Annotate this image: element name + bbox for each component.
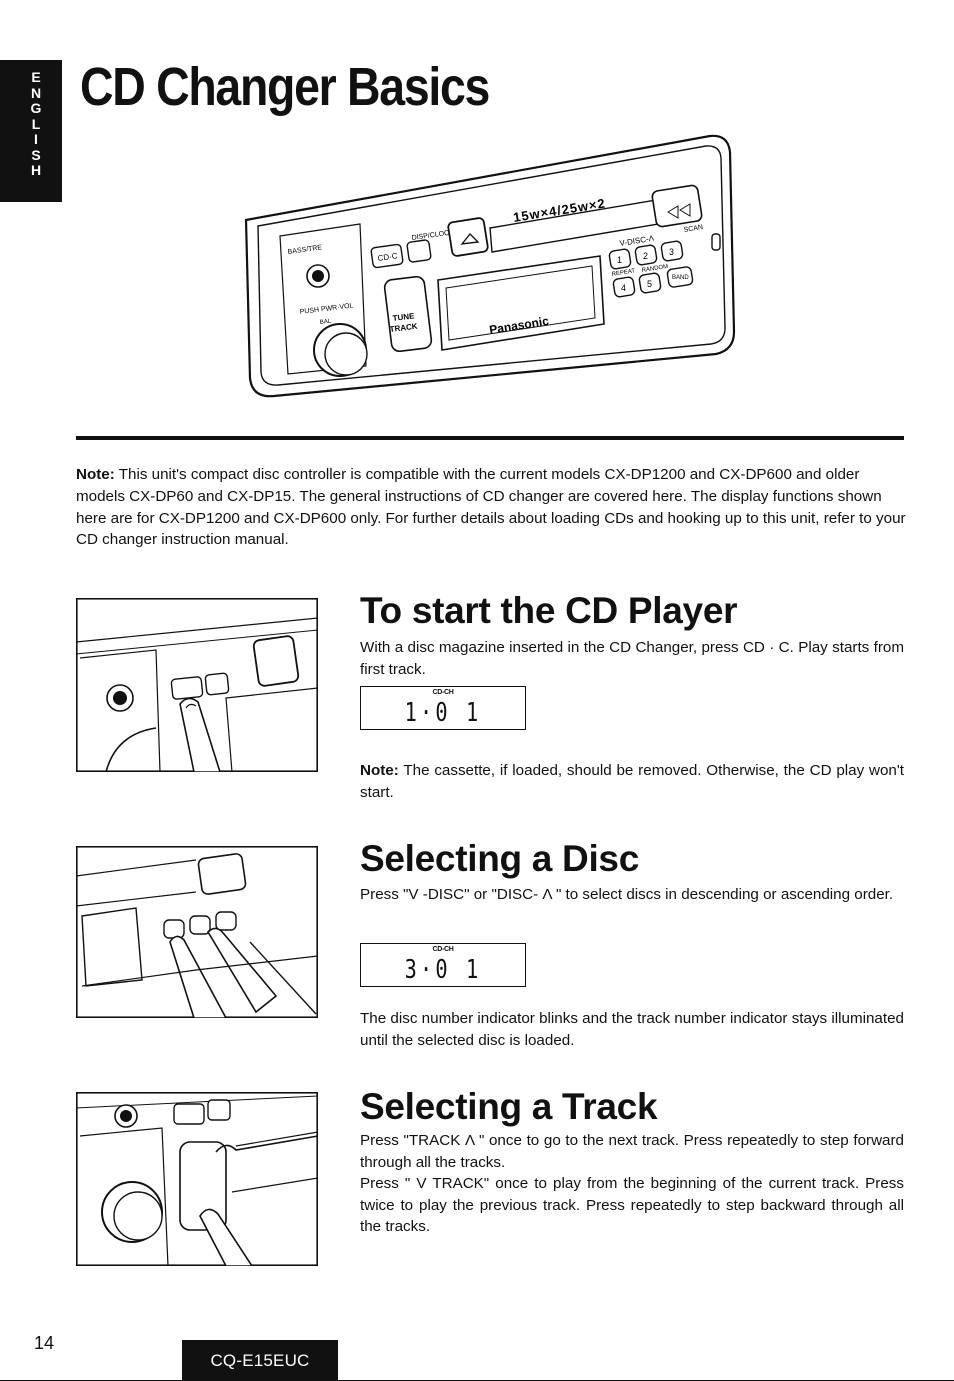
- illustration-disc-select: [76, 846, 318, 1018]
- display-value: 1·0 1: [404, 698, 482, 728]
- volume-knob-face: [324, 332, 368, 376]
- page-title: CD Changer Basics: [80, 57, 490, 117]
- disp-button: [406, 239, 432, 263]
- display-readout-start-cd: CD-CH 1·0 1: [360, 686, 526, 730]
- hero-track-label: TRACK: [389, 322, 418, 334]
- cdc-button: [370, 243, 404, 269]
- section-title-select-disc: Selecting a Disc: [360, 838, 639, 879]
- language-tab-letter: N: [30, 84, 42, 101]
- hero-btn2-label: 2: [643, 251, 648, 261]
- display-label: CD-CH: [432, 946, 454, 953]
- illustration-track-select: [76, 1092, 318, 1266]
- preset-2-button: [634, 244, 658, 266]
- section-divider: [76, 436, 904, 440]
- hero-bal-label: BAL: [320, 319, 333, 326]
- bass-knob-center: [312, 270, 324, 282]
- band-button: [666, 266, 694, 288]
- hero-cdc-label: CD·C: [377, 251, 398, 263]
- seek-button: [651, 184, 703, 228]
- section-note-text: The cassette, if loaded, should be remov…: [360, 762, 904, 801]
- display-readout-select-disc: CD-CH 3·0 1: [360, 943, 526, 987]
- language-tab-letter: E: [31, 69, 41, 85]
- intro-note-text: This unit's compact disc controller is c…: [76, 466, 906, 549]
- hero-btn4-label: 4: [621, 283, 626, 293]
- section-after-select-disc: The disc number indicator blinks and the…: [360, 1010, 904, 1049]
- hero-btn1-label: 1: [617, 255, 622, 265]
- section-title-select-track: Selecting a Track: [360, 1086, 658, 1127]
- language-tab-letter: I: [34, 131, 38, 147]
- language-tab-letter: G: [30, 100, 42, 116]
- section-body-select-disc: Press "V -DISC" or "DISC- Λ " to select …: [360, 886, 894, 903]
- hero-tune-label: TUNE: [392, 311, 415, 323]
- illustration-cd-press: [76, 598, 318, 772]
- language-tab-letter: H: [30, 162, 42, 178]
- section-body-track-prev: Press " V TRACK" once to play from the b…: [360, 1175, 904, 1236]
- release-button: [711, 233, 721, 251]
- hero-btn5-label: 5: [647, 279, 652, 289]
- hero-btn3-label: 3: [669, 247, 674, 257]
- section-title-start-cd: To start the CD Player: [360, 590, 738, 631]
- hero-random-label: RANDOM: [641, 264, 668, 274]
- head-unit-illustration: BASS/TRE PUSH PWR·VOL BAL DISP/CLOCK CD·…: [240, 128, 740, 404]
- hero-repeat-label: REPEAT: [611, 268, 636, 278]
- hero-bass-label: BASS/TRE: [287, 244, 323, 256]
- preset-4-button: [612, 276, 636, 298]
- section-note-start-cd: Note: The cassette, if loaded, should be…: [360, 760, 904, 803]
- preset-3-button: [660, 240, 684, 262]
- section-body-track-next: Press "TRACK Λ " once to go to the next …: [360, 1132, 904, 1171]
- display-label: CD-CH: [432, 689, 454, 696]
- page-number: 14: [34, 1333, 55, 1353]
- preset-5-button: [638, 272, 662, 294]
- intro-note: Note: This unit's compact disc controlle…: [76, 464, 906, 551]
- preset-1-button: [608, 248, 632, 270]
- language-tab-letter: S: [31, 146, 41, 163]
- tune-track-rocker: [383, 275, 433, 353]
- model-badge: CQ-E15EUC: [182, 1340, 338, 1381]
- intro-note-label: Note:: [76, 466, 115, 483]
- language-tab-letter: L: [31, 115, 41, 132]
- display-value: 3·0 1: [404, 955, 482, 985]
- section-body-start-cd: With a disc magazine inserted in the CD …: [360, 639, 904, 678]
- hero-band-label: BAND: [672, 275, 689, 281]
- lcd-window: [437, 255, 605, 351]
- hero-scan-label: SCAN: [683, 224, 703, 234]
- section-note-label: Note:: [360, 762, 399, 779]
